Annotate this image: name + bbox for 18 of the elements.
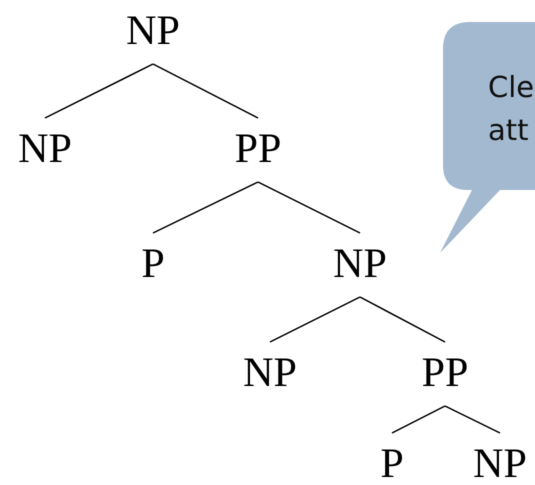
tree-branch	[444, 405, 500, 434]
tree-branch	[360, 296, 446, 343]
tree-branch	[152, 63, 258, 119]
tree-branch	[392, 405, 446, 434]
category-label: P	[380, 443, 404, 485]
category-label: NP	[333, 243, 387, 285]
tree-branch	[258, 181, 360, 234]
category-label: P	[141, 243, 165, 285]
callout-text: Cle att	[488, 69, 535, 149]
category-label: NP	[126, 10, 180, 52]
tree-branch	[152, 181, 258, 234]
category-label: PP	[422, 352, 468, 394]
tree-branch	[270, 296, 360, 343]
category-label: NP	[18, 128, 72, 170]
tree-branch	[44, 63, 154, 119]
category-label: NP	[243, 352, 297, 394]
category-label: NP	[473, 443, 527, 485]
category-label: PP	[234, 128, 282, 170]
